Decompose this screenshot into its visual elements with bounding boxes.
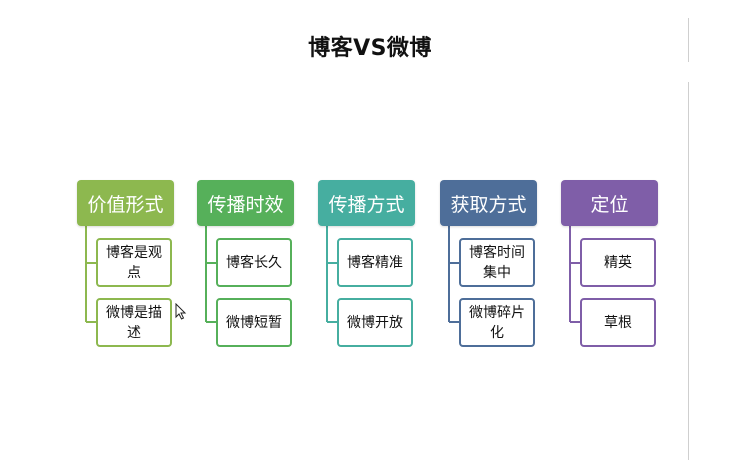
slide-title: 博客VS微博 xyxy=(308,36,432,61)
connector-spread-timeliness xyxy=(205,226,216,323)
mouse-cursor-icon xyxy=(175,303,187,320)
connector-value-form xyxy=(85,226,96,323)
header-positioning: 定位 xyxy=(561,180,658,226)
connector-spread-method xyxy=(326,226,337,323)
header-value-form: 价值形式 xyxy=(77,180,174,226)
item-weibo-fragmented: 微博碎片化 xyxy=(459,298,535,347)
connector-access-method xyxy=(448,226,459,323)
item-grassroots: 草根 xyxy=(580,298,656,347)
divider-line-top xyxy=(688,18,689,62)
item-blog-precise: 博客精准 xyxy=(337,238,413,287)
item-blog-lasting: 博客长久 xyxy=(216,238,292,287)
header-access-method: 获取方式 xyxy=(440,180,537,226)
item-blog-viewpoint: 博客是观点 xyxy=(96,238,172,287)
item-weibo-description: 微博是描述 xyxy=(96,298,172,347)
item-blog-time-focused: 博客时间集中 xyxy=(459,238,535,287)
connector-positioning xyxy=(569,226,580,323)
divider-line-bottom xyxy=(688,82,689,460)
item-weibo-short: 微博短暂 xyxy=(216,298,292,347)
header-spread-timeliness: 传播时效 xyxy=(197,180,294,226)
item-elite: 精英 xyxy=(580,238,656,287)
item-weibo-open: 微博开放 xyxy=(337,298,413,347)
header-spread-method: 传播方式 xyxy=(318,180,415,226)
